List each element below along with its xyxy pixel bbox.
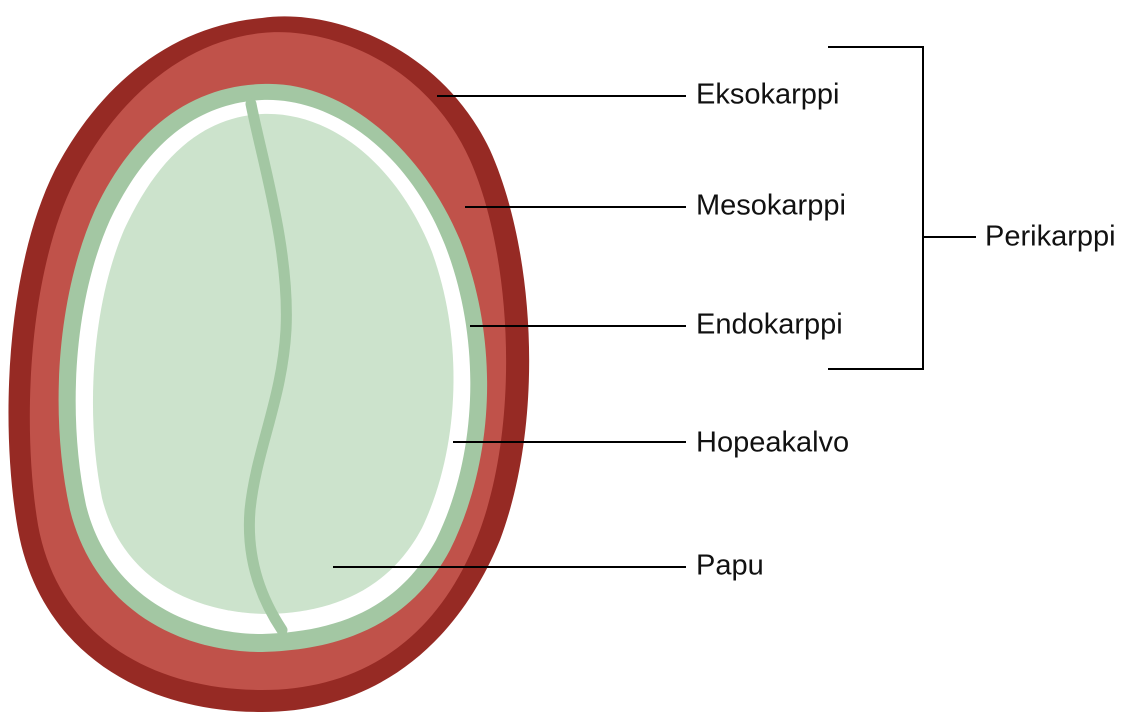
label-hopeakalvo: Hopeakalvo — [696, 427, 849, 459]
label-papu: Papu — [696, 550, 764, 582]
label-endokarppi: Endokarppi — [696, 309, 843, 341]
coffee-cherry-cross-section — [8, 16, 529, 712]
label-eksokarppi: Eksokarppi — [696, 79, 839, 111]
labels: Eksokarppi Mesokarppi Endokarppi Hopeaka… — [696, 79, 1116, 582]
label-perikarppi: Perikarppi — [985, 221, 1116, 253]
label-mesokarppi: Mesokarppi — [696, 190, 846, 222]
